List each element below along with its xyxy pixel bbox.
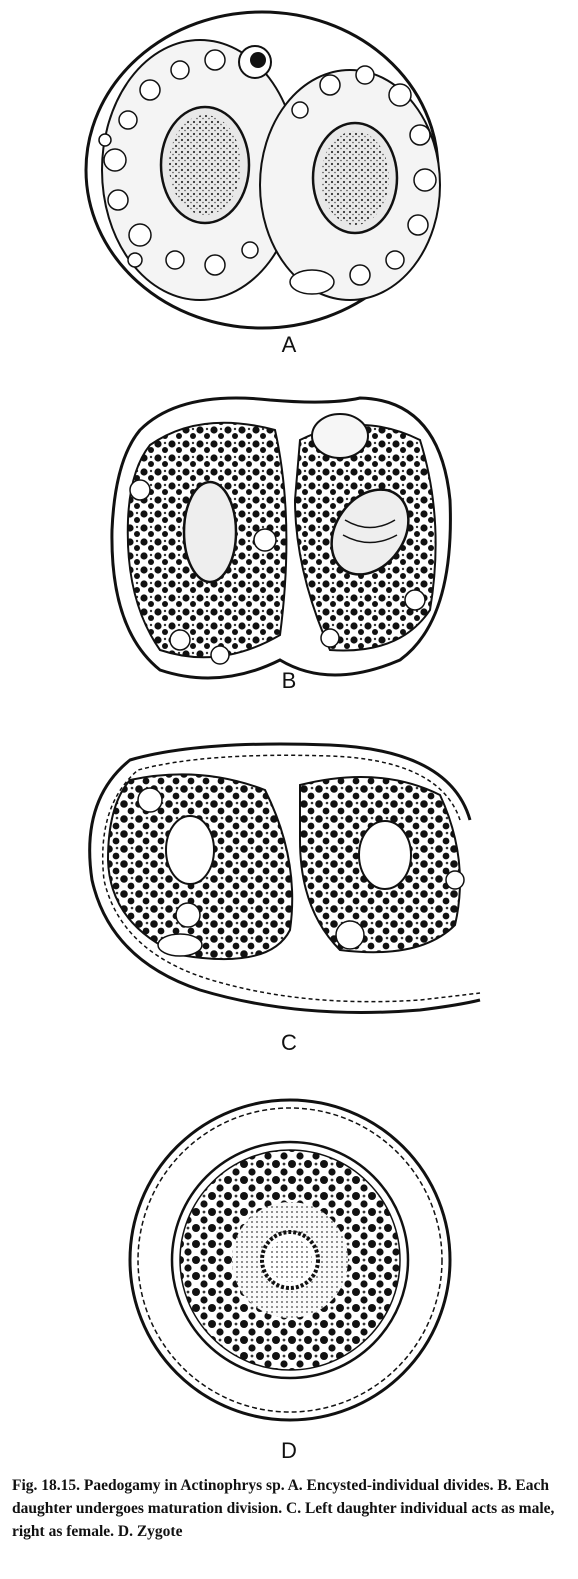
panel-c-drawing — [0, 710, 578, 1080]
panel-label-a: A — [0, 332, 578, 358]
right-daughter — [295, 414, 436, 651]
figure-number: Fig. 18.15. — [12, 1477, 80, 1494]
female-individual — [300, 777, 464, 952]
nucleus — [184, 482, 236, 582]
panel-d-drawing — [0, 1080, 578, 1470]
panel-c: C — [0, 710, 578, 1080]
nucleus — [359, 821, 411, 889]
nucleus — [166, 816, 214, 884]
panel-a: A — [0, 0, 578, 370]
panel-label-b: B — [0, 668, 578, 694]
panel-b: B — [0, 370, 578, 710]
panel-a-drawing — [0, 0, 578, 370]
male-individual — [108, 774, 292, 959]
left-daughter — [128, 423, 287, 664]
panel-b-drawing — [0, 370, 578, 710]
right-cell — [260, 66, 440, 300]
panel-label-d: D — [0, 1438, 578, 1464]
figure-caption: Fig. 18.15. Paedogamy in Actinophrys sp.… — [12, 1474, 568, 1543]
panel-label-c: C — [0, 1030, 578, 1056]
figure-caption-text: Paedogamy in Actinophrys sp. A. Encysted… — [12, 1477, 554, 1540]
panel-d: D — [0, 1080, 578, 1470]
